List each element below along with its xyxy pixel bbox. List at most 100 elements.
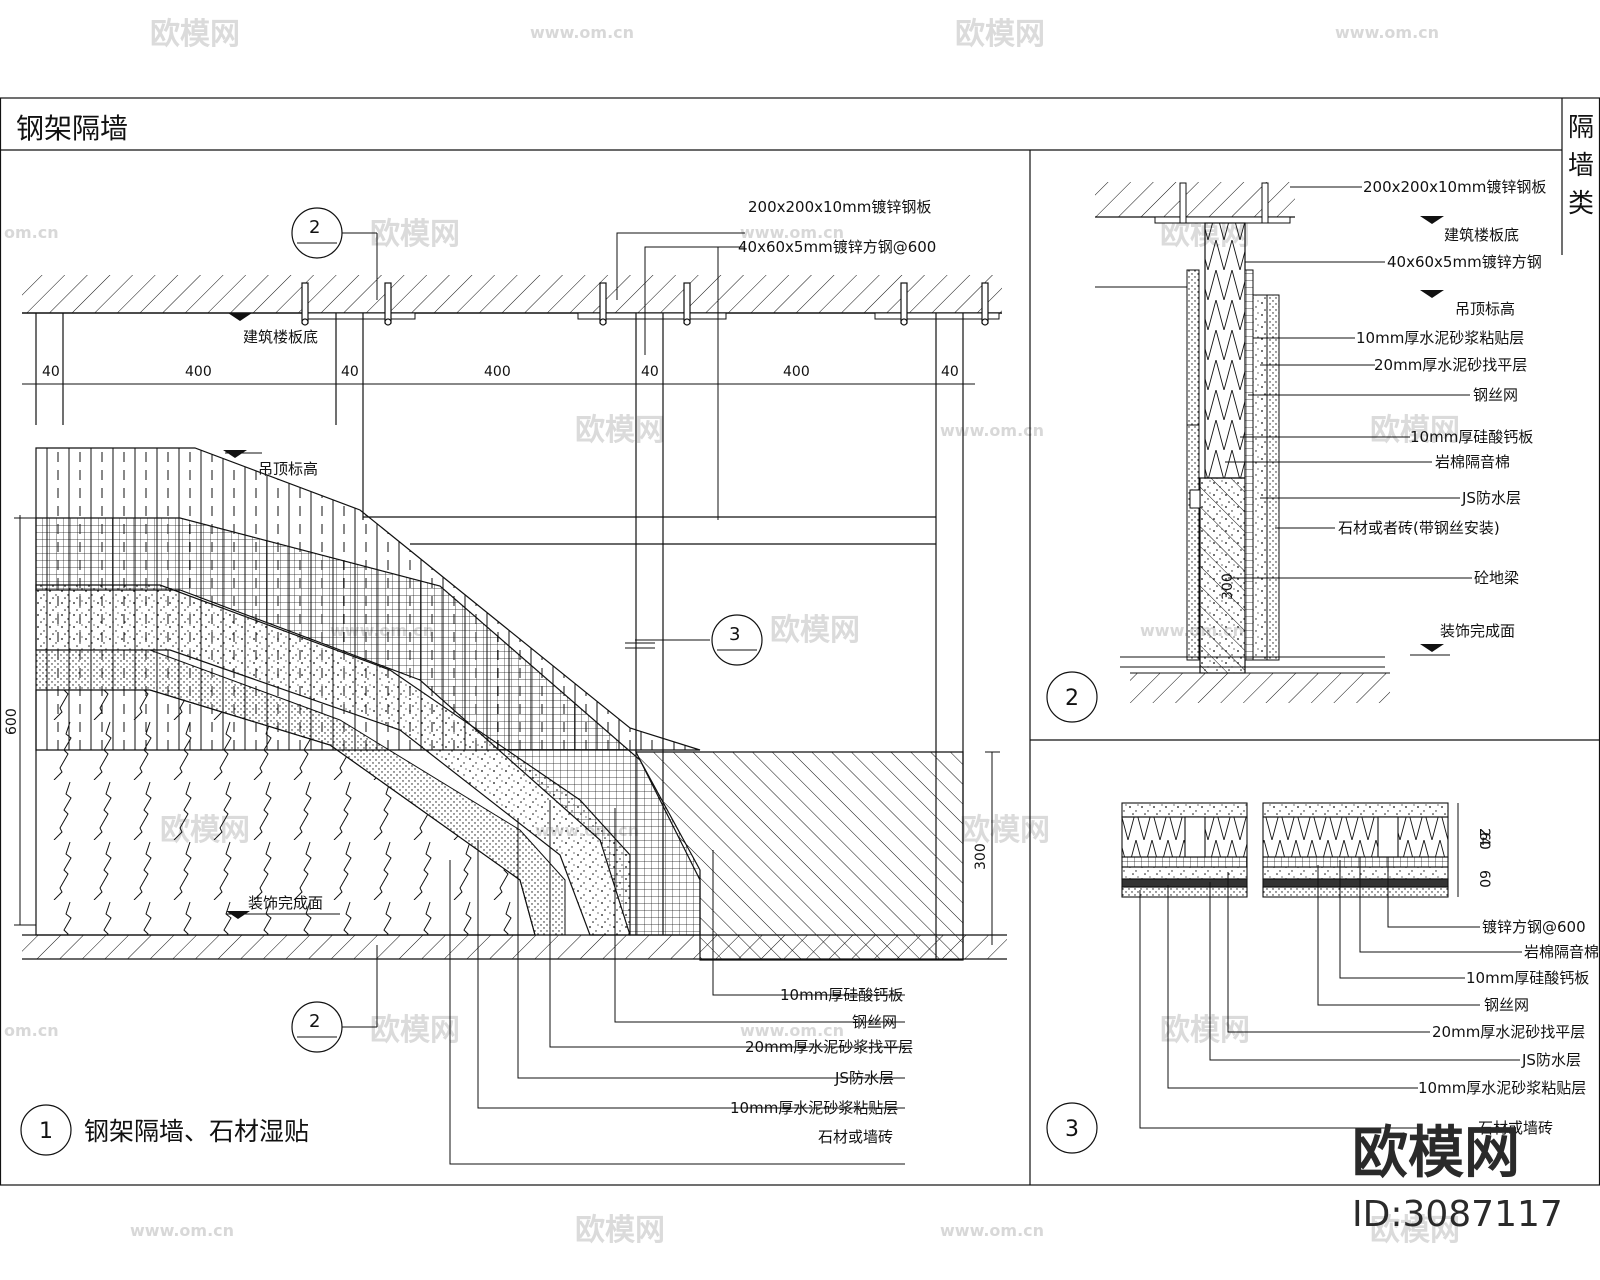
leader-label: 石材或者砖(带钢丝安装) (1338, 519, 1500, 537)
dim-label-left: 600 (4, 708, 20, 735)
leader-label: 10mm厚水泥砂浆粘贴层 (1418, 1079, 1586, 1097)
steel-plate (874, 312, 1000, 320)
dimension-line (22, 378, 975, 392)
svg-text:3: 3 (729, 624, 740, 645)
leader-label: 20mm厚水泥砂浆找平层 (745, 1038, 913, 1056)
watermark-brand: 欧模网 (1370, 413, 1460, 448)
leader-label: 10mm厚硅酸钙板 (780, 986, 903, 1004)
watermark-brand: 欧模网 (575, 1213, 665, 1248)
dim-label-right: 300 (973, 843, 989, 870)
dim-label: 40 (941, 364, 959, 380)
leader-label: JS防水层 (834, 1069, 894, 1087)
watermark-brand: 欧模网 (770, 613, 860, 648)
leaders-2 (1225, 186, 1472, 579)
leaders-3 (1139, 857, 1522, 1129)
dim-label: 40 (341, 364, 359, 380)
watermark-url: om.cn (4, 223, 59, 242)
leader-label: 10mm厚硅酸钙板 (1466, 969, 1589, 987)
watermark-url: www.om.cn (130, 1221, 234, 1240)
detail-1: 40 400 40 400 40 400 40 建筑楼板底 吊顶标高 装饰完成面 (4, 198, 1007, 1165)
section-callout-mid: 3 (625, 614, 763, 666)
leader-label: 建筑楼板底 (1444, 226, 1519, 244)
detail-title: 钢架隔墙、石材湿贴 (84, 1117, 309, 1146)
insulation (1204, 222, 1246, 479)
leader-label: 20mm厚水泥砂找平层 (1432, 1023, 1585, 1041)
leaders-top (616, 232, 745, 520)
leader-label: 40x60x5mm镀锌方钢@600 (738, 238, 936, 256)
leader-label: 石材或墙砖 (1478, 1119, 1553, 1137)
dim-label: 40 (42, 364, 60, 380)
watermark-brand: 欧模网 (1370, 1213, 1460, 1248)
leader-label: 20mm厚水泥砂找平层 (1374, 356, 1527, 374)
tile (1266, 294, 1280, 661)
level-slab-label: 建筑楼板底 (243, 328, 318, 346)
watermark-layer: 欧模网 www.om.cn 欧模网 www.om.cn om.cn 欧模网 ww… (4, 17, 1460, 1248)
category-label: 隔墙类 (1568, 113, 1594, 219)
dim-label: 60 (1476, 832, 1492, 850)
leader-label: 岩棉隔音棉 (1435, 453, 1510, 471)
leader-label: 装饰完成面 (1440, 622, 1515, 640)
watermark-brand: 欧模网 (1160, 1013, 1250, 1048)
leader-label: 200x200x10mm镀锌钢板 (1363, 178, 1546, 196)
watermark-brand: 欧模网 (370, 217, 460, 252)
dim-label: 40 (641, 364, 659, 380)
watermark-brand: 欧模网 (150, 17, 240, 52)
watermark-url: om.cn (4, 1021, 59, 1040)
svg-text:2: 2 (309, 217, 320, 238)
dim-label: 400 (783, 364, 810, 380)
leader-label: 石材或墙砖 (818, 1128, 893, 1146)
floor-hatch (22, 935, 1007, 959)
section-callout-top: 2 (291, 207, 378, 300)
leader-label: 吊顶标高 (1455, 300, 1515, 318)
watermark-url: www.om.cn (1335, 23, 1439, 42)
leader-label: 砼地梁 (1474, 569, 1519, 587)
watermark-url: www.om.cn (940, 1221, 1044, 1240)
anchor-bolts (301, 282, 989, 326)
sheet-title: 钢架隔墙 (16, 112, 128, 145)
concrete-beam (635, 751, 964, 961)
leader-label: 钢丝网 (852, 1013, 897, 1031)
svg-text:2: 2 (309, 1011, 320, 1032)
mortar (1252, 294, 1268, 661)
detail-3: 24 60 60 镀锌方钢@600 岩棉隔音棉 10mm厚硅酸钙板 钢丝网 20… (1046, 802, 1599, 1154)
watermark-brand: 欧模网 (370, 1013, 460, 1048)
dim-label: 60 (1476, 870, 1492, 888)
detail-number-circle (20, 1104, 72, 1156)
leaders-bottom (449, 800, 905, 1165)
leader-label: 200x200x10mm镀锌钢板 (748, 198, 931, 216)
slab-hatch (22, 275, 1002, 313)
board-right (1244, 269, 1254, 661)
steel-plate (304, 312, 416, 320)
leader-label: 40x60x5mm镀锌方钢 (1387, 253, 1542, 271)
steel-plate (577, 312, 727, 320)
dim-label: 300 (1220, 573, 1236, 600)
watermark-brand: 欧模网 (960, 813, 1050, 848)
dim-label: 24 (1476, 828, 1492, 846)
leader-label: 岩棉隔音棉 (1524, 943, 1599, 961)
leader-label: JS防水层 (1461, 489, 1521, 507)
watermark-brand: 欧模网 (575, 413, 665, 448)
watermark-url: www.om.cn (940, 421, 1044, 440)
dim-label: 400 (484, 364, 511, 380)
board-left (1186, 424, 1200, 661)
watermark-url: www.om.cn (740, 223, 844, 242)
steel-plate (1154, 216, 1291, 224)
leader-label: 10mm厚水泥砂浆粘贴层 (730, 1099, 898, 1117)
detail-number: 1 (39, 1119, 53, 1144)
dim-label: 400 (185, 364, 212, 380)
leader-label: 钢丝网 (1484, 996, 1529, 1014)
level-finish-label: 装饰完成面 (248, 894, 323, 912)
detail-2: 300 200x200x10mm镀锌钢板 建筑楼板底 40x60x5mm镀锌方钢… (1046, 178, 1546, 723)
leader-label: 10mm厚水泥砂浆粘贴层 (1356, 329, 1524, 347)
watermark-url: www.om.cn (740, 1021, 844, 1040)
section-callout-bottom: 2 (291, 945, 378, 1053)
leader-label: 镀锌方钢@600 (1482, 918, 1586, 936)
board-left (1186, 269, 1200, 426)
detail-number: 3 (1065, 1117, 1079, 1142)
brand-logo: 欧模网 (1352, 1121, 1520, 1186)
detail-number-circle (1046, 671, 1098, 723)
wall-plan-right (1262, 802, 1449, 898)
level-ceiling-label: 吊顶标高 (258, 460, 318, 478)
watermark-brand: 欧模网 (955, 17, 1045, 52)
